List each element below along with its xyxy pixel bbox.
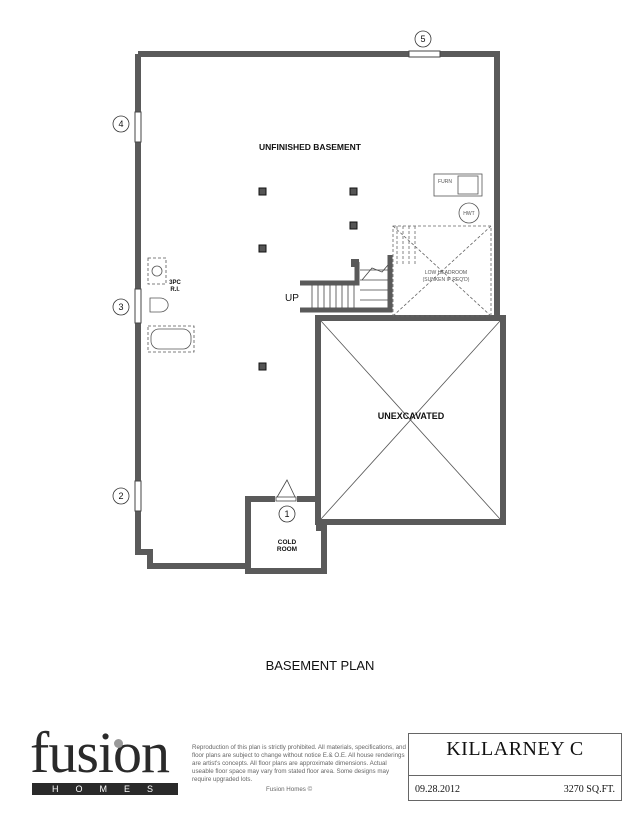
columns xyxy=(258,187,358,371)
shower-rough-in xyxy=(147,257,167,285)
windows xyxy=(134,50,441,512)
fusion-homes-logo: fusion HOMES xyxy=(28,720,178,797)
square-footage: 3270 SQ.FT. xyxy=(563,784,615,795)
label-ri: R.I. xyxy=(170,287,180,293)
marker-3 xyxy=(112,298,130,316)
marker-2-label: 2 xyxy=(118,491,123,501)
label-unfinished-basement: UNFINISHED BASEMENT xyxy=(259,142,362,152)
unexcavated-wall xyxy=(315,315,506,525)
marker-1-label: 1 xyxy=(284,509,289,519)
view-markers xyxy=(112,30,432,523)
plan-date: 09.28.2012 xyxy=(415,784,460,795)
unexcavated-cross xyxy=(320,320,501,520)
credit: Fusion Homes © xyxy=(266,786,313,793)
model-name: KILLARNEY C xyxy=(446,738,584,760)
logo-dot xyxy=(114,739,123,748)
water-heater xyxy=(458,202,480,224)
label-hwt: HWT xyxy=(463,211,474,217)
marker-labels: 1 2 3 4 5 xyxy=(118,34,425,519)
walls xyxy=(135,51,506,574)
toilet xyxy=(149,297,169,313)
tub xyxy=(147,325,195,353)
label-low-headroom-2: (SUNKEN IF REQ'D) xyxy=(423,277,470,283)
label-3pc: 3PC xyxy=(169,280,181,286)
cold-room-door xyxy=(275,479,297,500)
label-furnace: FURN xyxy=(438,179,452,185)
marker-5 xyxy=(414,30,432,48)
low-headroom-area xyxy=(392,225,492,317)
window-4 xyxy=(134,111,142,143)
disclaimer: Reproduction of this plan is strictly pr… xyxy=(192,744,406,783)
title-divider xyxy=(409,775,621,776)
stair-post xyxy=(351,259,359,267)
marker-4-label: 4 xyxy=(118,119,123,129)
label-low-headroom-1: LOW HEADROOM xyxy=(425,270,467,276)
marker-1 xyxy=(278,505,296,523)
marker-2 xyxy=(112,487,130,505)
window-2 xyxy=(134,480,142,512)
label-cold-room-1: COLD xyxy=(278,539,297,546)
marker-4 xyxy=(112,115,130,133)
furnace xyxy=(433,173,483,197)
fixtures xyxy=(147,173,483,502)
window-5 xyxy=(408,50,441,58)
stair-wall xyxy=(300,255,393,313)
label-unexcavated: UNEXCAVATED xyxy=(378,411,445,421)
stairs xyxy=(311,264,389,308)
logo-sub: HOMES xyxy=(32,783,178,795)
room-labels: UNFINISHED BASEMENT UNEXCAVATED COLD ROO… xyxy=(169,142,475,553)
label-cold-room-2: ROOM xyxy=(277,546,297,553)
label-stairs-up: UP xyxy=(285,293,299,304)
marker-5-label: 5 xyxy=(420,34,425,44)
cold-room-wall xyxy=(245,496,318,566)
title-block: KILLARNEY C 09.28.2012 3270 SQ.FT. xyxy=(408,733,622,801)
logo-word: fusion xyxy=(30,720,170,785)
marker-3-label: 3 xyxy=(118,302,123,312)
plan-title: BASEMENT PLAN xyxy=(265,658,375,673)
window-3 xyxy=(134,288,142,324)
